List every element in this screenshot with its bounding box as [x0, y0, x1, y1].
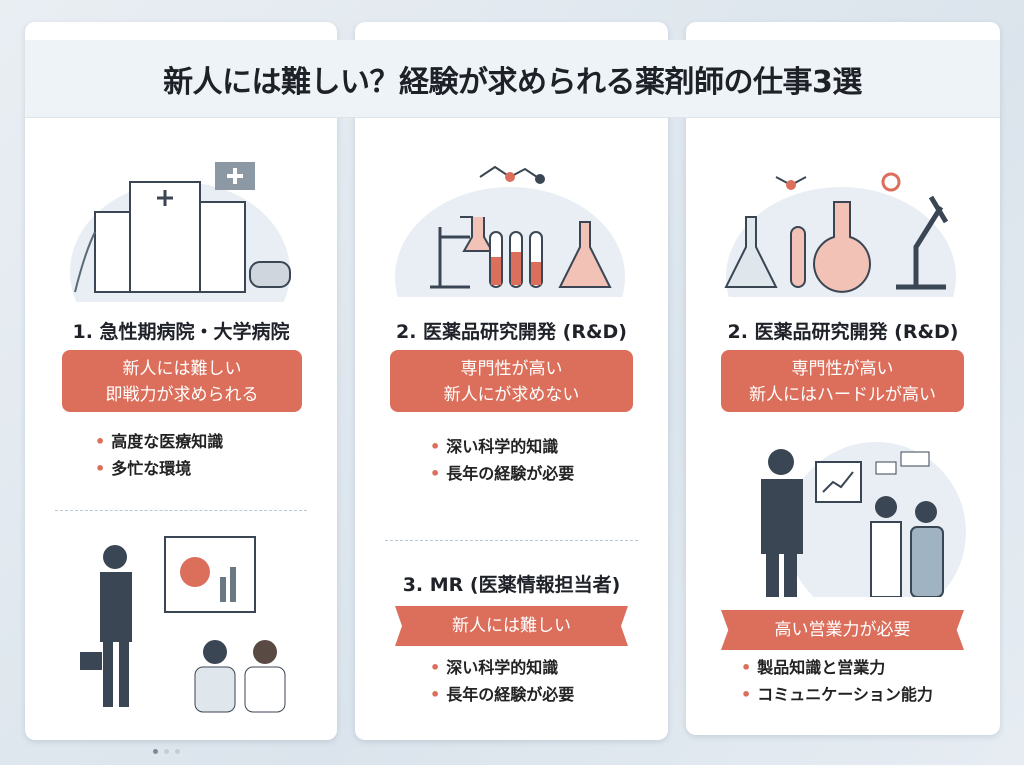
- divider: [55, 510, 307, 511]
- box-line: 専門性が高い: [791, 359, 894, 379]
- heading-rnd: 2. 医薬品研究開発 (R&D): [395, 321, 627, 343]
- difficulty-box: 専門性が高い新人にが求めない: [390, 350, 633, 412]
- bullet-item: 深い科学的知識: [430, 433, 574, 460]
- bullet-item: 深い科学的知識: [430, 654, 574, 681]
- skill-ribbon: 高い営業力が必要: [721, 610, 964, 650]
- pagination-dots: [153, 749, 180, 754]
- hospital-illustration: [70, 162, 291, 302]
- difficulty-ribbon: 新人には難しい: [395, 606, 628, 646]
- heading-mr: 3. MR (医薬情報担当者): [402, 574, 621, 596]
- bullet-item: 製品知識と営業力: [741, 654, 933, 681]
- lab-equipment-illustration: [724, 172, 956, 297]
- presentation-illustration: [80, 536, 286, 713]
- bullet-item: 多忙な環境: [95, 455, 223, 482]
- dot: [175, 749, 180, 754]
- difficulty-box: 専門性が高い新人にはハードルが高い: [721, 350, 964, 412]
- sales-meeting-illustration: [761, 442, 966, 597]
- heading-hospital: 1. 急性期病院・大学病院: [72, 321, 290, 343]
- difficulty-box: 新人には難しい即戦力が求められる: [62, 350, 302, 412]
- dot-active: [153, 749, 158, 754]
- bullet-list: 深い科学的知識長年の経験が必要: [430, 433, 574, 487]
- page-title: 新人には難しい？経験が求められる薬剤師の仕事3選: [25, 40, 1000, 118]
- lab-illustration: [395, 165, 625, 297]
- box-line: 新人にが求めない: [443, 385, 580, 405]
- box-line: 新人にはハードルが高い: [749, 385, 936, 405]
- bullet-item: 長年の経験が必要: [430, 681, 574, 708]
- bullet-list: 製品知識と営業力コミュニケーション能力: [741, 654, 933, 708]
- bullet-list: 高度な医療知識多忙な環境: [95, 428, 223, 482]
- bullet-item: コミュニケーション能力: [741, 681, 933, 708]
- card-rnd-mr: 2. 医薬品研究開発 (R&D) 専門性が高い新人にはハードルが高い 高い営業力…: [686, 22, 1000, 735]
- divider: [385, 540, 638, 541]
- dot: [164, 749, 169, 754]
- bullet-item: 長年の経験が必要: [430, 460, 574, 487]
- box-line: 新人には難しい: [122, 359, 242, 379]
- box-line: 即戦力が求められる: [105, 385, 259, 405]
- heading-rnd-2: 2. 医薬品研究開発 (R&D): [727, 321, 959, 343]
- box-line: 専門性が高い: [460, 359, 563, 379]
- bullet-item: 高度な医療知識: [95, 428, 223, 455]
- bullet-list: 深い科学的知識長年の経験が必要: [430, 654, 574, 708]
